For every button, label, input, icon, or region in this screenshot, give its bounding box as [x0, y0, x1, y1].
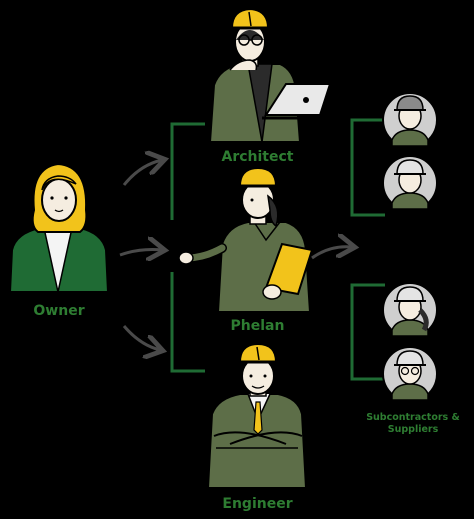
architect-figure-icon	[208, 7, 332, 143]
engineer-figure-icon	[206, 342, 308, 489]
phelan-label: Phelan	[230, 318, 285, 334]
arrow-owner-phelan	[119, 250, 162, 255]
sub-avatar-2	[382, 155, 438, 211]
owner-figure-icon	[8, 162, 110, 293]
left-bracket	[170, 122, 205, 373]
sub-avatar-3	[382, 282, 438, 338]
phelan-figure-icon	[176, 166, 314, 313]
owner-label: Owner	[33, 303, 85, 319]
architect-label: Architect	[221, 149, 294, 165]
subcontractors-label: Subcontractors & Suppliers	[366, 412, 460, 435]
arrow-owner-engineer	[122, 325, 160, 350]
sub-avatar-4	[382, 346, 438, 402]
right-bracket-top	[350, 118, 385, 217]
engineer-label: Engineer	[222, 496, 293, 512]
arrow-owner-architect	[122, 160, 162, 186]
sub-avatar-1	[382, 92, 438, 148]
right-bracket-bottom	[350, 283, 385, 381]
arrow-phelan-subs	[311, 247, 352, 258]
